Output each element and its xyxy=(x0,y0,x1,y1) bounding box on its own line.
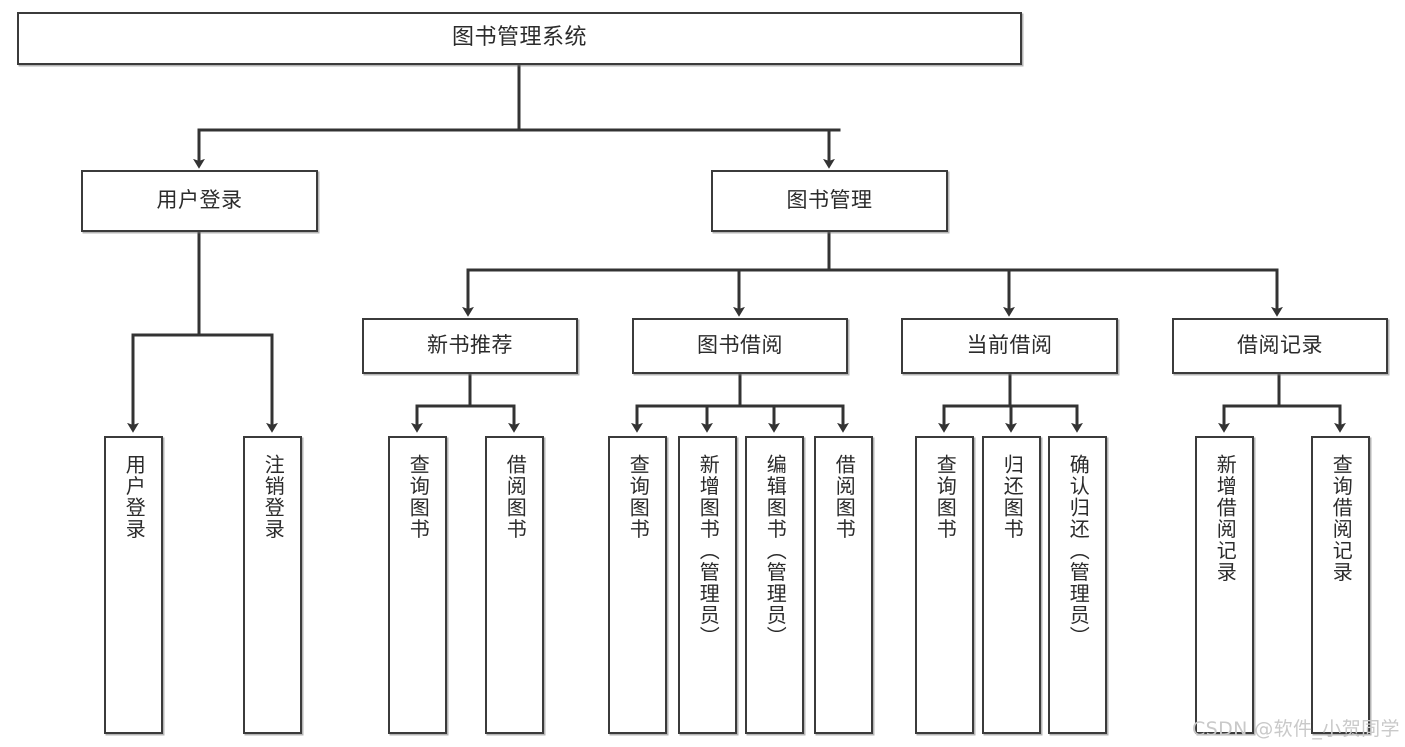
node-new-book-recommend[interactable]: 新书推荐 xyxy=(362,318,578,374)
node-label: 用户登录 xyxy=(156,188,243,213)
node-label: 归还图书 xyxy=(1000,454,1025,540)
leaf-query-borrow-record[interactable]: 查询借阅记录 xyxy=(1311,436,1370,734)
node-book-management[interactable]: 图书管理 xyxy=(711,170,948,232)
node-label: 查询借阅记录 xyxy=(1329,454,1354,583)
leaf-query-book-recommend[interactable]: 查询图书 xyxy=(388,436,447,734)
node-label: 确认归还（管理员） xyxy=(1066,454,1091,648)
node-label: 借阅图书 xyxy=(503,454,528,540)
leaf-confirm-return-admin[interactable]: 确认归还（管理员） xyxy=(1048,436,1107,734)
node-label: 借阅图书 xyxy=(832,454,857,540)
node-book-borrow[interactable]: 图书借阅 xyxy=(632,318,848,374)
leaf-edit-book-admin[interactable]: 编辑图书（管理员） xyxy=(745,436,804,734)
node-label: 编辑图书（管理员） xyxy=(763,454,788,648)
node-label: 新书推荐 xyxy=(427,333,513,358)
leaf-query-book-borrow[interactable]: 查询图书 xyxy=(608,436,667,734)
leaf-add-borrow-record[interactable]: 新增借阅记录 xyxy=(1195,436,1254,734)
node-user-login[interactable]: 用户登录 xyxy=(81,170,318,232)
leaf-query-book-current[interactable]: 查询图书 xyxy=(915,436,974,734)
node-current-borrow[interactable]: 当前借阅 xyxy=(901,318,1118,374)
node-label: 查询图书 xyxy=(626,454,651,540)
node-label: 用户登录 xyxy=(122,454,147,540)
leaf-add-book-admin[interactable]: 新增图书（管理员） xyxy=(678,436,737,734)
leaf-user-login[interactable]: 用户登录 xyxy=(104,436,163,734)
node-label: 新增借阅记录 xyxy=(1213,454,1238,583)
leaf-borrow-book[interactable]: 借阅图书 xyxy=(814,436,873,734)
node-label: 查询图书 xyxy=(933,454,958,540)
node-label: 查询图书 xyxy=(406,454,431,540)
node-label: 新增图书（管理员） xyxy=(696,454,721,648)
leaf-return-book[interactable]: 归还图书 xyxy=(982,436,1041,734)
node-label: 图书管理系统 xyxy=(451,25,587,51)
leaf-borrow-book-recommend[interactable]: 借阅图书 xyxy=(485,436,544,734)
csdn-watermark: CSDN @软件_小贺同学 xyxy=(1192,718,1400,740)
node-label: 借阅记录 xyxy=(1237,333,1323,358)
leaf-logout[interactable]: 注销登录 xyxy=(243,436,302,734)
node-label: 注销登录 xyxy=(261,454,286,540)
node-root-book-management-system[interactable]: 图书管理系统 xyxy=(17,12,1022,65)
node-label: 图书管理 xyxy=(786,188,873,213)
node-label: 图书借阅 xyxy=(697,333,783,358)
node-borrow-record[interactable]: 借阅记录 xyxy=(1172,318,1388,374)
node-label: 当前借阅 xyxy=(966,333,1053,358)
